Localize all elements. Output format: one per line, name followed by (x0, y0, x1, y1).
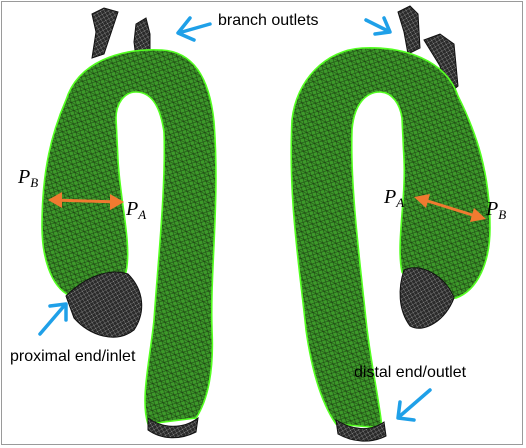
left-pb-label: PB (18, 166, 38, 191)
branch-outlets-right-arrow (366, 18, 390, 34)
branch-outlets-label: branch outlets (218, 12, 319, 30)
distal-outlet-arrow (398, 390, 430, 420)
right-pb-label: PB (486, 198, 506, 223)
left-pa-label: PA (126, 198, 146, 223)
proximal-inlet-arrow (40, 304, 66, 334)
right-pa-label: PA (384, 186, 404, 211)
branch-outlets-left-arrow (178, 18, 210, 40)
distal-end-outlet-label: distal end/outlet (354, 364, 466, 382)
right-branch-vessel-1 (398, 6, 420, 54)
left-aorta-arch-tube (42, 50, 216, 424)
left-branch-vessel-1 (92, 8, 118, 58)
proximal-end-inlet-label: proximal end/inlet (10, 348, 135, 366)
